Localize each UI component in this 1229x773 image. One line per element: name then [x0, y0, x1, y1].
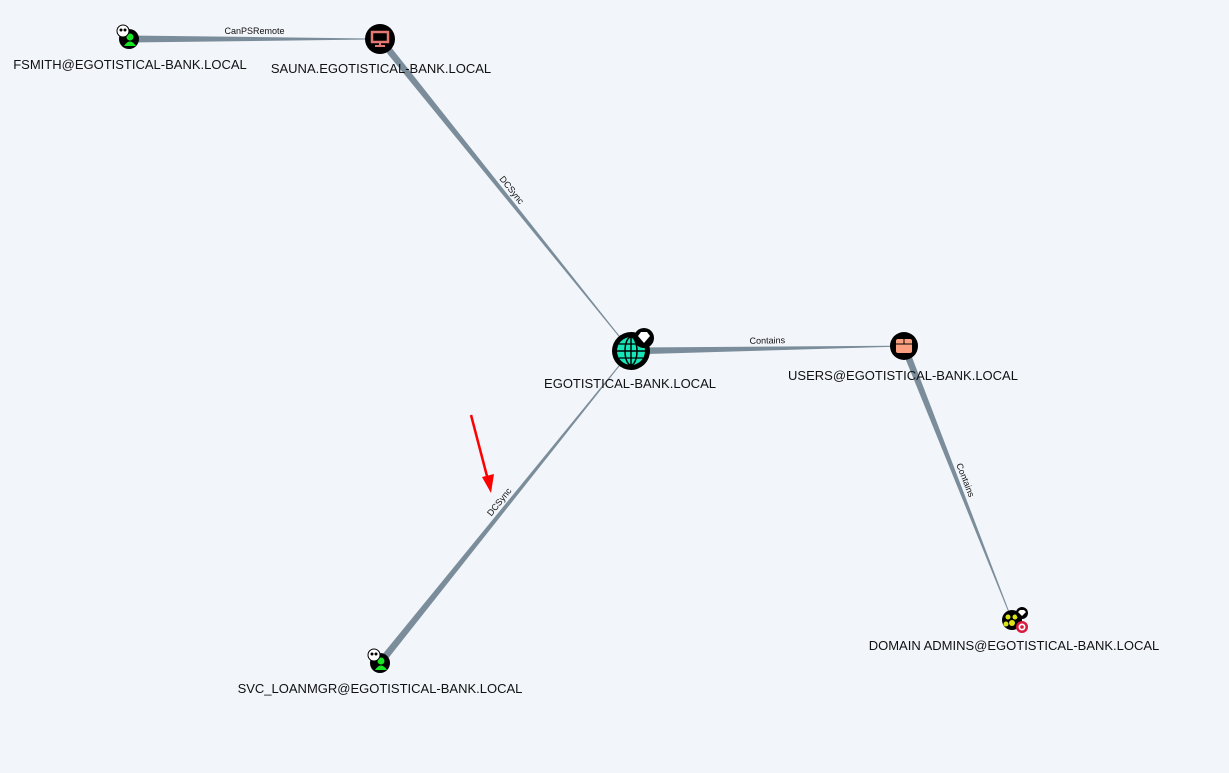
- node-users[interactable]: USERS@EGOTISTICAL-BANK.LOCAL: [788, 332, 1018, 383]
- owned-skull-icon: [116, 24, 130, 38]
- group-box-icon: [896, 339, 912, 353]
- edge-dcsync-sauna-domain[interactable]: DCSync: [377, 36, 632, 352]
- edge-label: Contains: [749, 335, 785, 346]
- admin-group-icon: [1003, 614, 1018, 627]
- edge-contains-domain-users[interactable]: Contains: [630, 335, 905, 355]
- edge-label: CanPSRemote: [224, 26, 284, 36]
- node-domain[interactable]: EGOTISTICAL-BANK.LOCAL: [544, 328, 716, 391]
- high-value-diamond-icon: [1016, 607, 1028, 619]
- node-label: FSMITH@EGOTISTICAL-BANK.LOCAL: [13, 57, 247, 72]
- edge-canpsremote-fsmith-sauna[interactable]: CanPSRemote: [129, 26, 380, 43]
- edge-dcsync-svc-domain[interactable]: DCSync: [377, 350, 632, 666]
- node-svc[interactable]: SVC_LOANMGR@EGOTISTICAL-BANK.LOCAL: [238, 648, 523, 696]
- user-icon: [375, 657, 387, 670]
- node-da[interactable]: DOMAIN ADMINS@EGOTISTICAL-BANK.LOCAL: [869, 607, 1160, 653]
- node-label: DOMAIN ADMINS@EGOTISTICAL-BANK.LOCAL: [869, 638, 1160, 653]
- owned-skull-icon: [367, 648, 381, 662]
- node-sauna[interactable]: SAUNA.EGOTISTICAL-BANK.LOCAL: [271, 24, 491, 76]
- node-label: EGOTISTICAL-BANK.LOCAL: [544, 376, 716, 391]
- annotation-red-arrow: [469, 414, 494, 493]
- node-label: SVC_LOANMGR@EGOTISTICAL-BANK.LOCAL: [238, 681, 523, 696]
- target-icon: [1016, 621, 1028, 633]
- edge-contains-users-da[interactable]: Contains: [900, 344, 1013, 621]
- user-icon: [124, 33, 136, 46]
- globe-icon: [617, 336, 645, 366]
- node-label: SAUNA.EGOTISTICAL-BANK.LOCAL: [271, 61, 491, 76]
- node-fsmith[interactable]: FSMITH@EGOTISTICAL-BANK.LOCAL: [13, 24, 247, 72]
- node-label: USERS@EGOTISTICAL-BANK.LOCAL: [788, 368, 1018, 383]
- high-value-diamond-icon: [634, 328, 654, 348]
- computer-icon: [370, 30, 390, 47]
